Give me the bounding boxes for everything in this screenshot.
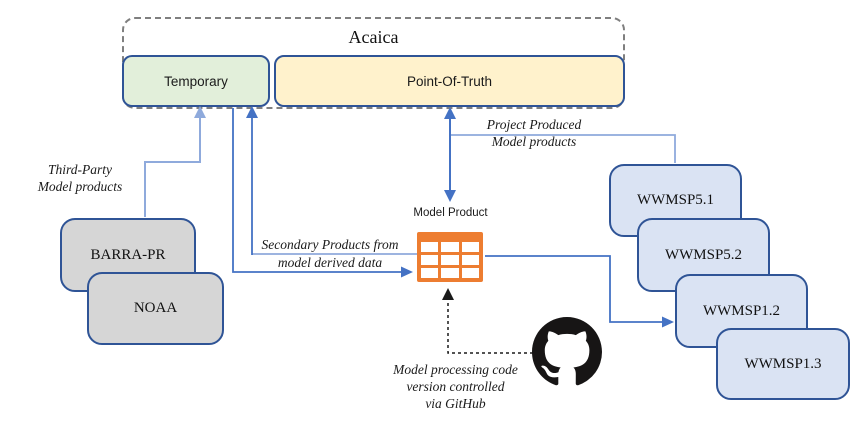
- annotation-github: Model processing code version controlled…: [373, 361, 538, 412]
- arrow-temporary-to-model-product: [232, 108, 413, 278]
- product-box-wwmsp1-3: WWMSP1.3: [716, 328, 850, 400]
- source-box-barra-pr-label: BARRA-PR: [90, 246, 166, 263]
- arrow-thirdparty-to-temporary: [144, 106, 206, 217]
- annotation-github-line3: via GitHub: [425, 396, 486, 411]
- arrow-model-product-to-temporary: [246, 106, 417, 255]
- github-icon: [532, 317, 602, 386]
- annotation-github-line1: Model processing code: [393, 362, 518, 377]
- arrow-github-to-model-product: [442, 288, 533, 354]
- annotation-third-party-line1: Third-Party: [48, 162, 112, 177]
- annotation-project-line1: Project Produced: [486, 117, 582, 132]
- model-product-label: Model Product: [413, 207, 488, 219]
- table-grid-icon: [417, 232, 483, 282]
- product-box-wwmsp1-3-label: WWMSP1.3: [744, 355, 822, 372]
- annotation-secondary-line1: Secondary Products from: [261, 237, 399, 252]
- table-grid-cells: [421, 242, 479, 278]
- source-box-noaa-label: NOAA: [133, 300, 178, 316]
- source-box-noaa: NOAA: [87, 272, 224, 345]
- product-box-wwmsp1-2-label: WWMSP1.2: [702, 302, 781, 319]
- product-box-wwmsp5-1-label: WWMSP5.1: [636, 192, 715, 208]
- annotation-secondary-products: Secondary Products from model derived da…: [250, 236, 410, 272]
- annotation-project-produced: Project Produced Model products: [458, 116, 610, 150]
- annotation-third-party: Third-Party Model products: [15, 161, 145, 195]
- product-box-wwmsp5-2-label: WWMSP5.2: [664, 246, 743, 263]
- zone-point-of-truth: Point-Of-Truth: [274, 55, 625, 107]
- zone-temporary: Temporary: [122, 55, 270, 107]
- arrow-model-product-to-wwmsp12: [485, 255, 674, 328]
- annotation-project-line2: Model products: [491, 134, 577, 149]
- annotation-github-line2: version controlled: [406, 379, 505, 394]
- line-project-produced-to-wwmsp51: [451, 134, 676, 163]
- container-title: Acaica: [348, 27, 399, 47]
- annotation-third-party-line2: Model products: [37, 179, 123, 194]
- annotation-secondary-line2: model derived data: [277, 255, 383, 270]
- arrow-pot-model-product-bidirectional: [444, 107, 456, 202]
- zone-point-of-truth-label: Point-Of-Truth: [406, 73, 493, 89]
- zone-temporary-label: Temporary: [164, 73, 228, 89]
